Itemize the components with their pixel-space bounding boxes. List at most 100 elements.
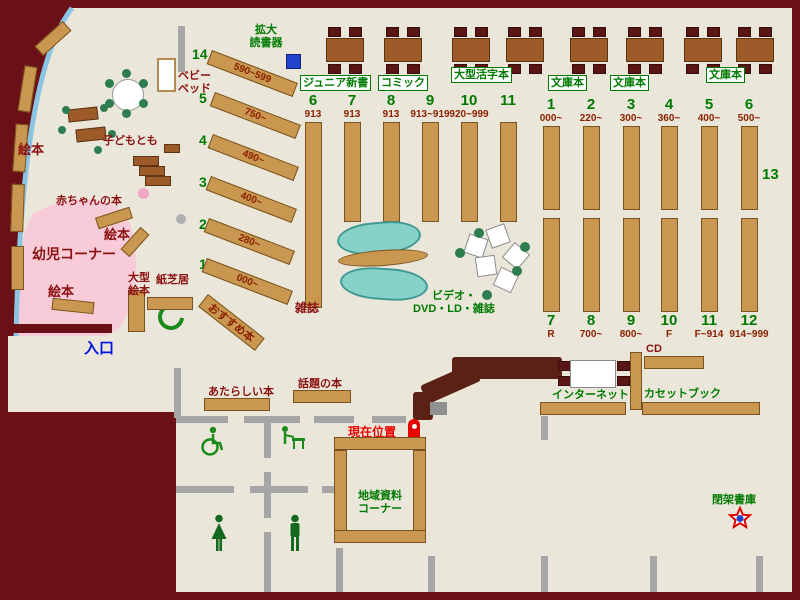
chair-dot — [122, 109, 131, 118]
counter-equipment — [430, 402, 447, 415]
bookshelf — [583, 218, 600, 312]
bookshelf — [540, 402, 626, 415]
label-kids-corner: 幼児コーナー — [32, 246, 116, 262]
table — [384, 38, 422, 62]
table — [570, 38, 608, 62]
chair — [349, 64, 362, 74]
local-corner-shelf — [334, 437, 426, 450]
shelf-number-13: 13 — [762, 166, 779, 183]
bookshelf — [741, 126, 758, 210]
chair — [628, 27, 641, 37]
chair — [508, 27, 521, 37]
internet-table — [570, 360, 616, 388]
label-topical-books: 話題の本 — [298, 378, 342, 390]
bookshelf — [305, 122, 322, 308]
table — [326, 38, 364, 62]
bookshelf — [583, 126, 600, 210]
label-picture-books-2: 絵本 — [104, 227, 131, 242]
chair-dot — [122, 69, 131, 78]
chair — [707, 27, 720, 37]
chair-dot — [108, 130, 116, 138]
local-corner-shelf — [334, 530, 426, 543]
chair — [529, 27, 542, 37]
chair — [649, 27, 662, 37]
label-closed-stacks: 閉架書庫 — [712, 494, 756, 506]
chair — [649, 64, 662, 74]
chair — [572, 27, 585, 37]
label-kodomo: 子どもとも — [103, 135, 158, 147]
step-bench — [145, 176, 171, 186]
shelf-number-4: 4 — [199, 132, 207, 148]
label-kamishibai: 紙芝居 — [156, 274, 189, 286]
reading-table-group — [626, 27, 664, 75]
label-new-books: あたらしい本 — [208, 386, 274, 398]
chair — [328, 27, 341, 37]
wall — [176, 416, 228, 423]
category-large-print: 大型活字本 — [451, 67, 512, 83]
bookshelf — [543, 126, 560, 210]
stool-dot — [474, 228, 484, 238]
wall — [336, 548, 343, 592]
wall — [314, 416, 354, 423]
wall — [264, 472, 271, 518]
chair-dot — [62, 106, 70, 114]
stool-dot — [455, 248, 465, 258]
reading-table-group — [384, 27, 422, 75]
chair — [617, 361, 630, 371]
marker-dot — [411, 424, 417, 429]
shelf-label: 11 — [500, 92, 516, 109]
internet-table-group — [558, 358, 630, 392]
category-junior-paperbacks: ジュニア新書 — [300, 75, 372, 91]
bookshelf — [128, 290, 145, 332]
shelf-number-1: 1 — [199, 256, 207, 272]
bookshelf — [623, 126, 640, 210]
bookshelf — [630, 352, 642, 410]
category-bunko-3: 文庫本 — [706, 67, 745, 83]
shelf-number-3: 3 — [199, 174, 207, 190]
man-icon — [290, 514, 300, 551]
chair-dot — [58, 126, 66, 134]
closed-stacks-star-icon — [728, 506, 752, 530]
label-magazines: 雑誌 — [295, 301, 320, 315]
bookshelf — [543, 218, 560, 312]
chair — [454, 27, 467, 37]
label-current-location: 現在位置 — [348, 425, 397, 439]
bookshelf — [147, 297, 193, 310]
table — [736, 38, 774, 62]
chair — [328, 64, 341, 74]
chair — [686, 64, 699, 74]
chair-dot — [94, 146, 102, 154]
woman-icon — [211, 514, 227, 551]
wall — [176, 486, 234, 493]
wall — [178, 26, 185, 72]
baby-change-icon — [282, 426, 305, 449]
wall — [264, 532, 271, 592]
service-counter — [413, 392, 433, 420]
bookshelf — [461, 122, 478, 222]
shelf-number-5: 5 — [199, 90, 207, 106]
chair — [349, 27, 362, 37]
label-picture-books-3: 絵本 — [48, 284, 75, 299]
chair — [628, 64, 641, 74]
stool-dot — [520, 242, 530, 252]
label-baby-bed: ベビー ベッド — [178, 70, 211, 95]
bookshelf — [701, 126, 718, 210]
chair — [407, 64, 420, 74]
chair — [617, 376, 630, 386]
reading-table-group — [326, 27, 364, 75]
cassette-shelf — [642, 402, 760, 415]
service-counter — [452, 357, 562, 379]
step-bench — [164, 144, 180, 153]
new-books-shelf — [204, 398, 270, 411]
toddler-area — [16, 199, 137, 336]
